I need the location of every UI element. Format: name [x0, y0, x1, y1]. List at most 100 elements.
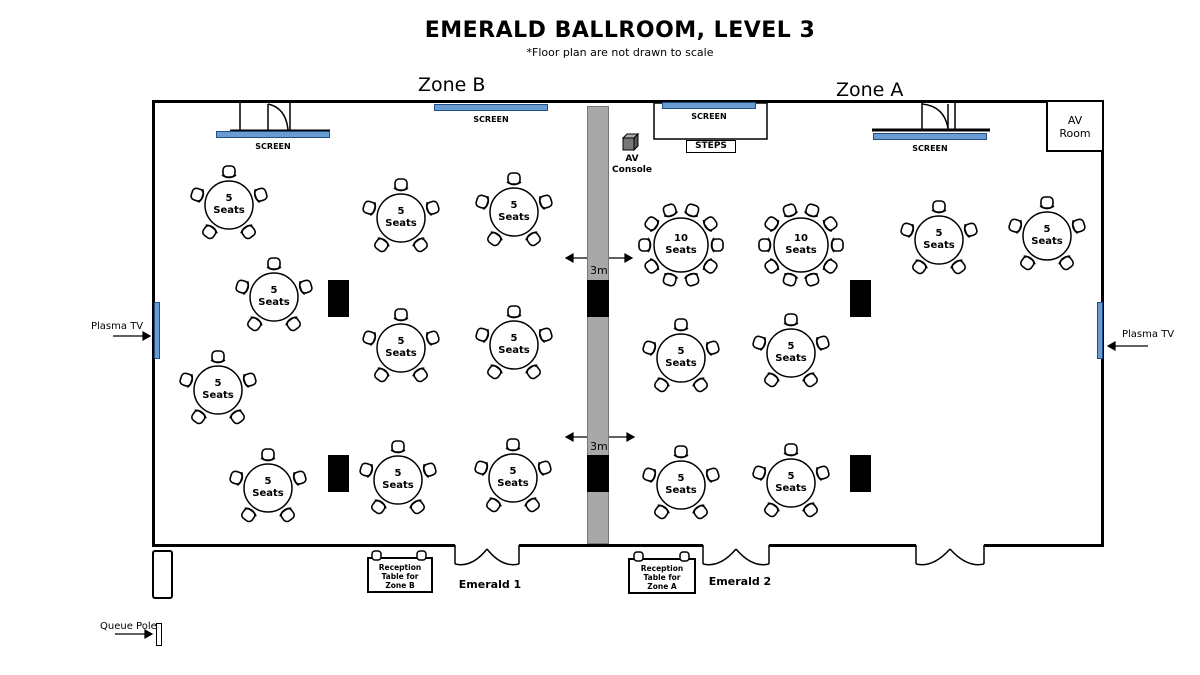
chair: [210, 350, 226, 364]
chair: [912, 259, 928, 275]
pillar: [850, 280, 871, 317]
chair: [802, 502, 818, 518]
chair: [179, 372, 194, 389]
table-drawing: [752, 443, 830, 518]
table-drawing: [474, 438, 552, 513]
zone-a-label: Zone A: [836, 79, 904, 101]
chair: [393, 308, 409, 322]
plasma-tv-arrow-left: [113, 330, 152, 342]
seat-unit: Seats: [202, 390, 234, 401]
pillar: [587, 280, 609, 317]
chair: [802, 372, 818, 388]
chair: [537, 460, 552, 477]
chair: [266, 257, 282, 271]
pillar: [850, 455, 871, 492]
seat-unit: Seats: [382, 480, 414, 491]
table-drawing: [475, 305, 553, 380]
pillar: [328, 455, 349, 492]
plasma-tv-label-right: Plasma TV: [1122, 329, 1175, 340]
chair: [710, 237, 724, 253]
chair: [235, 279, 250, 296]
chair: [191, 409, 207, 425]
seat-count: 5: [787, 341, 795, 352]
chair: [764, 216, 780, 233]
table-drawing: [752, 313, 830, 388]
chair: [642, 467, 657, 484]
chair: [525, 231, 541, 247]
chair: [662, 272, 679, 287]
queue-pole-arrow: [115, 628, 154, 640]
seat-count: 5: [397, 336, 405, 347]
chair: [475, 194, 490, 211]
chair: [683, 203, 700, 218]
seat-unit: Seats: [213, 205, 245, 216]
chair: [752, 335, 767, 352]
chair: [190, 187, 205, 204]
chair: [702, 257, 718, 274]
entrance-gap-2: [703, 543, 769, 549]
seat-unit: Seats: [665, 245, 697, 256]
aisle-width-label: 3m: [590, 440, 608, 453]
chair: [764, 257, 780, 274]
screen-label: SCREEN: [473, 115, 509, 124]
screen-label: SCREEN: [912, 144, 948, 153]
seat-count: 5: [510, 333, 518, 344]
chair: [642, 340, 657, 357]
seat-count: 5: [397, 206, 405, 217]
chair: [1071, 218, 1086, 235]
av-room: AV Room: [1046, 100, 1104, 152]
seat-unit: Seats: [498, 212, 530, 223]
chair: [673, 318, 689, 332]
door-east: [915, 545, 985, 566]
chair: [815, 465, 830, 482]
chair: [506, 305, 522, 319]
entrance-emerald-1[interactable]: Emerald 1: [458, 578, 522, 591]
table-top: [766, 328, 816, 378]
chair: [758, 237, 772, 253]
aisle-width-label: 3m: [590, 264, 608, 277]
chair: [242, 372, 257, 389]
chair: [241, 507, 257, 523]
seat-unit: Seats: [385, 348, 417, 359]
chair: [487, 364, 503, 380]
chair: [538, 327, 553, 344]
seat-unit: Seats: [775, 353, 807, 364]
seat-unit: Seats: [498, 345, 530, 356]
screen-label: SCREEN: [255, 142, 291, 151]
seat-count: 5: [935, 228, 943, 239]
chair: [830, 237, 844, 253]
chair: [638, 237, 652, 253]
chair: [705, 467, 720, 484]
chair: [644, 257, 660, 274]
chair: [662, 203, 679, 218]
entrance-emerald-2[interactable]: Emerald 2: [708, 575, 772, 588]
screen-stage: [662, 102, 756, 109]
table-drawing: [229, 448, 307, 523]
seat-count: 5: [264, 476, 272, 487]
chair: [412, 367, 428, 383]
chair: [247, 316, 263, 332]
entrance-gap-1: [455, 543, 519, 549]
chair: [229, 470, 244, 487]
chair: [538, 194, 553, 211]
screen-zone-a-right: [873, 133, 987, 140]
chair: [362, 330, 377, 347]
table-top: [766, 458, 816, 508]
table-top: [193, 365, 243, 415]
seat-unit: Seats: [775, 483, 807, 494]
chair: [253, 187, 268, 204]
chair: [298, 279, 313, 296]
table-drawing: [179, 350, 257, 425]
zone-b-label: Zone B: [418, 74, 486, 96]
table-top: [489, 187, 539, 237]
seat-count: 5: [787, 471, 795, 482]
